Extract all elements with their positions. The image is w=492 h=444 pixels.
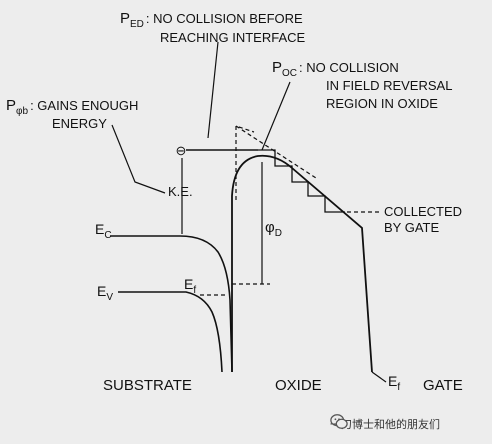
- ef-gate-line: [371, 371, 387, 383]
- gate-label: GATE: [423, 377, 463, 394]
- poc-label: POC: NO COLLISION: [272, 59, 399, 79]
- oxide-barrier-curve: [231, 154, 373, 373]
- watermark-text: 一刀博士和他的朋友们: [330, 419, 440, 431]
- electron-symbol: ⊖: [176, 143, 187, 158]
- wechat-icon: [330, 414, 348, 429]
- ev-label: EV: [97, 283, 113, 303]
- pphib-leader-line: [111, 124, 166, 194]
- image-force-dashed-left: [235, 125, 255, 200]
- watermark: 一刀博士和他的朋友们: [330, 413, 490, 435]
- ped-leader-line: [207, 41, 219, 139]
- conduction-band-curve: [110, 235, 233, 373]
- ped-label-line2: REACHING INTERFACE: [160, 30, 306, 45]
- phonon-staircase: [258, 149, 345, 213]
- ef-substrate-label: Ef: [184, 276, 196, 296]
- image-force-dashed-diagonal: [235, 125, 317, 179]
- valence-band-curve: [118, 291, 223, 373]
- phid-label: φD: [265, 219, 282, 239]
- substrate-label: SUBSTRATE: [103, 377, 192, 394]
- poc-leader-line: [261, 81, 291, 151]
- poc-label-line3: REGION IN OXIDE: [326, 96, 438, 111]
- poc-label-line2: IN FIELD REVERSAL: [326, 78, 452, 93]
- collected-label-line1: COLLECTED: [384, 204, 462, 219]
- collected-label-line2: BY GATE: [384, 220, 439, 235]
- ef-gate-label: Ef: [388, 373, 400, 393]
- pphib-label: Pφb: GAINS ENOUGH: [6, 97, 138, 117]
- ec-label: EC: [95, 221, 112, 241]
- pphib-label-line2: ENERGY: [52, 116, 107, 131]
- ped-label: PED: NO COLLISION BEFORE: [120, 10, 303, 30]
- ke-label: K.E.: [168, 184, 193, 199]
- oxide-label: OXIDE: [275, 377, 322, 394]
